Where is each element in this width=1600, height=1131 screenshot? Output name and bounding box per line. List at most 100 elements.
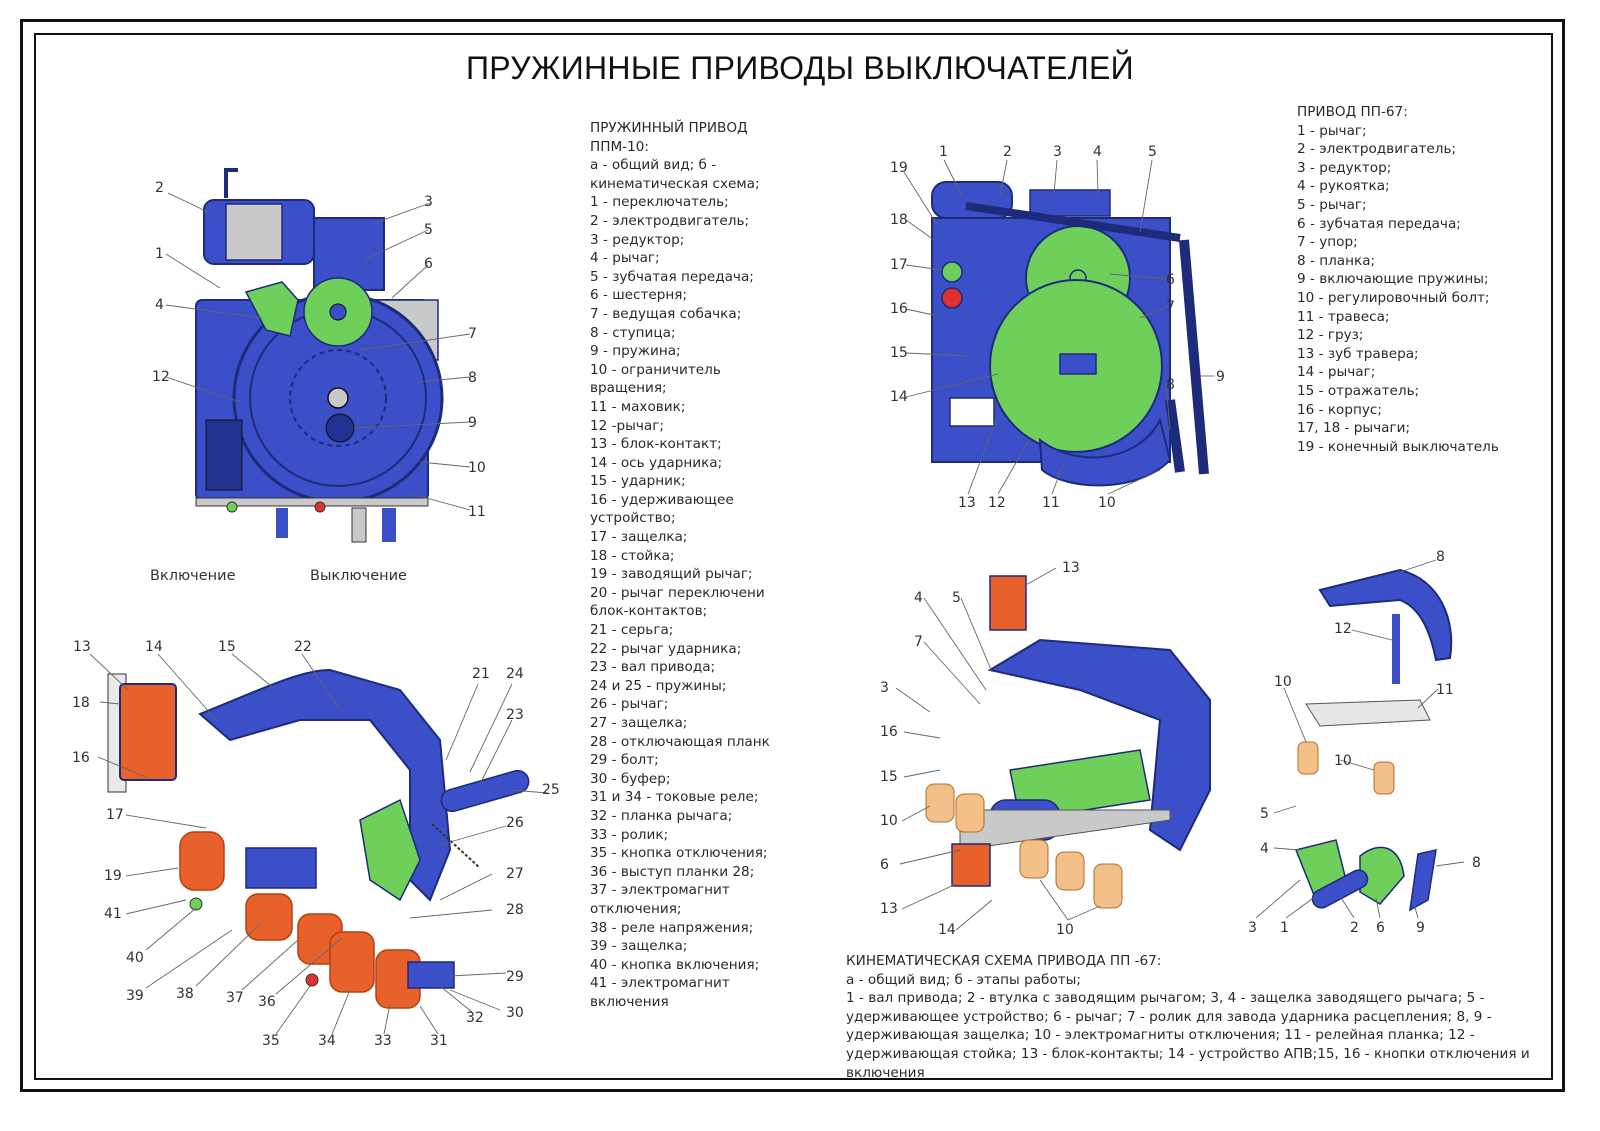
fig-ppm-b-label: 39 (126, 988, 144, 1004)
legend-ppm10-item: 18 - стойка; (590, 547, 675, 564)
fig-pp67-label: 17 (890, 257, 908, 273)
figure-pp67-leaders (903, 159, 1214, 495)
fig-ppm-b-label: 22 (294, 639, 312, 655)
legend-ppm10-item: 15 - ударник; (590, 473, 686, 490)
fig-kin-a-label: 4 (914, 590, 923, 606)
legend-ppm10-item: 20 - рычаг переключени блок-контактов; (590, 584, 765, 620)
caption-off: Выключение (310, 568, 407, 584)
legend-ppm10-item: 9 - пружина; (590, 343, 681, 360)
legend-ppm10-item: 28 - отключающая планк (590, 733, 770, 750)
off-button (314, 501, 326, 513)
closing-magnet (179, 831, 225, 891)
pp67-gear-slot (1059, 353, 1097, 375)
fig-pp67-label: 18 (890, 212, 908, 228)
fig-ppm-b-label: 32 (466, 1010, 484, 1026)
legend-ppm10-heading-1: ПРУЖИННЫЙ ПРИВОД (590, 120, 748, 136)
legend-pp67-item: 5 - рычаг; (1297, 196, 1367, 213)
fig-ppm-a-label: 4 (155, 297, 164, 313)
block-contacts-top (989, 575, 1027, 631)
kin-magnet-3 (1019, 839, 1049, 879)
legend-pp67-item: 17, 18 - рычаги; (1297, 420, 1411, 437)
block-contacts-bottom (951, 843, 991, 887)
fig-kin-a-label: 14 (938, 922, 956, 938)
kin-main-frame (987, 638, 1211, 852)
figure-ppm10-general-view: 2 3 1 5 6 4 7 12 8 9 10 11 Включение Вык… (150, 168, 486, 584)
legend-ppm10-item: 29 - болт; (590, 752, 659, 769)
fig-kin-b-label: 3 (1248, 920, 1257, 936)
legend-ppm10-item: 12 -рычаг; (590, 417, 664, 434)
pp67-window (949, 397, 995, 427)
legend-ppm10-item: 41 - электромагнит включения (590, 975, 730, 1010)
fig-kin-b-label: 10 (1334, 753, 1352, 769)
fig-ppm-b-label: 21 (472, 666, 490, 682)
legend-pp67-item: 19 - конечный выключатель (1297, 438, 1499, 455)
fig-ppm-a-label: 10 (468, 460, 486, 476)
stage-shaft (1311, 869, 1369, 909)
stage-latch-top (1318, 568, 1453, 662)
buffer (407, 961, 455, 989)
spring-coil (325, 413, 355, 443)
legend-pp67-item: 13 - зуб травера; (1297, 345, 1419, 362)
pp67-reducer (1029, 189, 1111, 217)
legend-ppm10-item: 32 - планка рычага; (590, 807, 733, 824)
fig-ppm-b-label: 19 (104, 868, 122, 884)
latch-green (359, 798, 421, 902)
trip-magnet (245, 893, 293, 941)
fig-ppm-b-label: 18 (72, 695, 90, 711)
fig-kin-a-label: 5 (952, 590, 961, 606)
fig-ppm-b-label: 31 (430, 1033, 448, 1049)
fig-pp67-label: 15 (890, 345, 908, 361)
side-box (205, 419, 243, 491)
inner-frame (34, 33, 1553, 1080)
legend-ppm10-item: 35 - кнопка отключения; (590, 845, 768, 862)
stage-magnet-a (1297, 741, 1319, 775)
fig-kin-b-label: 8 (1472, 855, 1481, 871)
legend-ppm10: ПРУЖИННЫЙ ПРИВОД ППМ-10: а - общий вид; … (590, 119, 770, 1012)
current-relay-34 (329, 931, 375, 993)
kin-magnet-5 (1093, 863, 1123, 909)
legend-kinematic-item: а - общий вид; б - этапы работы; (846, 971, 1081, 988)
legend-ppm10-item: 37 - электромагнит отключения; (590, 882, 730, 917)
legend-pp67-item: 11 - травеса; (1297, 308, 1390, 325)
legend-ppm10-item: 26 - рычаг; (590, 696, 669, 713)
figure-kinematic-a-leaders (895, 567, 1101, 931)
fig-ppm-a-label: 8 (468, 370, 477, 386)
pp67-weight (1038, 417, 1172, 487)
fig-ppm-b-label: 25 (542, 782, 560, 798)
fig-pp67-label: 5 (1148, 144, 1157, 160)
figure-pp67-general-view: 1 2 3 4 5 19 18 17 6 16 7 15 8 9 14 13 1… (890, 144, 1225, 511)
fig-ppm-b-label: 16 (72, 750, 90, 766)
fig-ppm-b-label: 26 (506, 815, 524, 831)
legend-ppm10-item: 27 - защелка; (590, 715, 688, 731)
legend-pp67-item: 7 - упор; (1297, 234, 1358, 251)
legend-ppm10-item: 1 - переключатель; (590, 194, 729, 211)
legend-ppm10-item: 40 - кнопка включения; (590, 956, 760, 973)
legend-pp67-heading: ПРИВОД ПП-67: (1297, 104, 1408, 120)
fig-ppm-b-label: 14 (145, 639, 163, 655)
legend-pp67-item: 2 - электродвигатель; (1297, 141, 1457, 158)
legend-ppm10-item: 13 - блок-контакт; (590, 436, 722, 453)
stage-green-lever-right (1359, 846, 1405, 905)
trip-button (305, 973, 319, 987)
legend-ppm10-item: 24 и 25 - пружины; (590, 677, 727, 694)
legend-ppm10-item: 30 - буфер; (590, 770, 671, 787)
fig-ppm-b-label: 28 (506, 902, 524, 918)
fig-kin-a-label: 7 (914, 634, 923, 650)
gearbox-top (313, 217, 385, 291)
fig-kin-a-label: 13 (880, 901, 898, 917)
legend-pp67-item: 16 - корпус; (1297, 401, 1382, 418)
fig-ppm-b-label: 24 (506, 666, 524, 682)
legend-pp67-item: 9 - включающие пружины; (1297, 271, 1489, 288)
fig-ppm-a-label: 9 (468, 415, 477, 431)
fig-kin-a-label: 10 (880, 813, 898, 829)
stage-relay-plank (1305, 699, 1431, 727)
fig-ppm-a-label: 7 (468, 326, 477, 342)
legend-ppm10-item: 21 - серьга; (590, 622, 674, 639)
fig-ppm-b-label: 29 (506, 969, 524, 985)
bottom-leg-3 (382, 508, 396, 542)
legend-ppm10-item: 33 - ролик; (590, 826, 669, 843)
fig-kin-b-label: 8 (1436, 549, 1445, 565)
fig-ppm-b-label: 41 (104, 906, 122, 922)
fig-ppm-b-label: 27 (506, 866, 524, 882)
fig-ppm-b-label: 35 (262, 1033, 280, 1049)
